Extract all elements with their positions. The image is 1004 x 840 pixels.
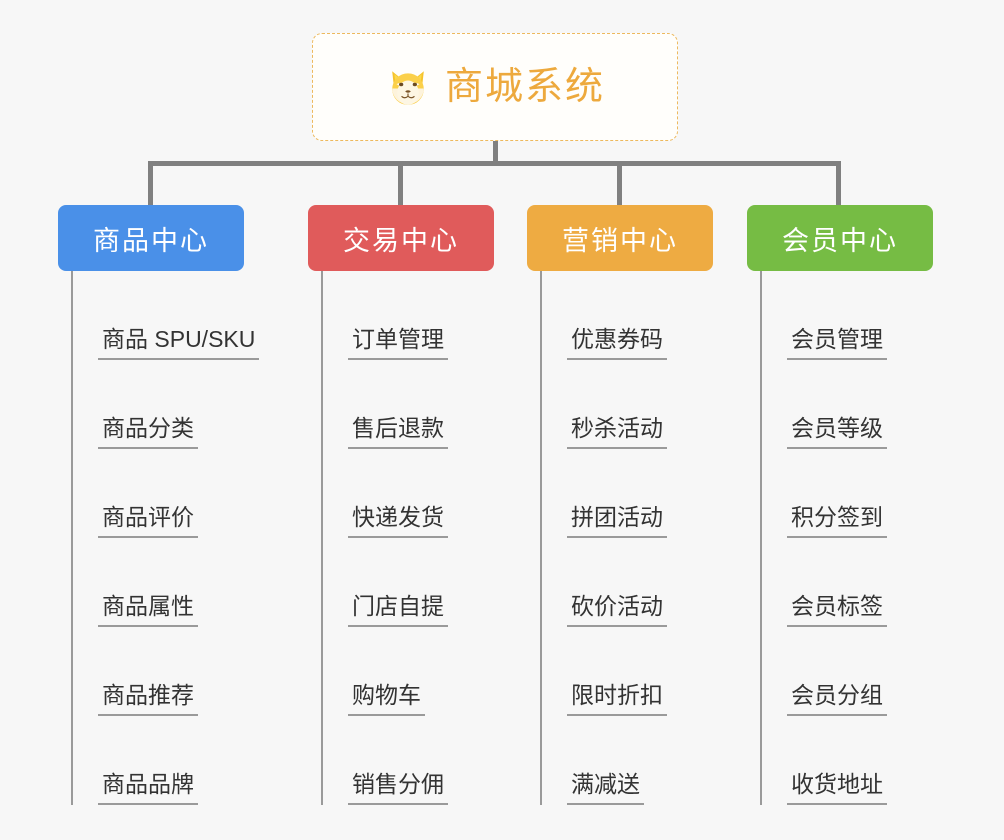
list-item[interactable]: 销售分佣	[308, 716, 494, 805]
leaf-label: 商品品牌	[98, 771, 198, 805]
list-item[interactable]: 商品品牌	[58, 716, 244, 805]
leaf-label: 会员分组	[787, 682, 887, 716]
branch-header-2[interactable]: 营销中心	[527, 205, 713, 271]
branch-children-2: 优惠券码 秒杀活动 拼团活动 砍价活动 限时折扣 满减送	[527, 271, 713, 805]
leaf-label: 销售分佣	[348, 771, 448, 805]
branch-rail-1	[321, 271, 323, 805]
leaf-label: 会员标签	[787, 593, 887, 627]
connector-drop-1	[398, 161, 403, 205]
leaf-label: 积分签到	[787, 504, 887, 538]
leaf-label: 满减送	[567, 771, 644, 805]
leaf-label: 商品属性	[98, 593, 198, 627]
leaf-label: 购物车	[348, 682, 425, 716]
leaf-label: 商品 SPU/SKU	[98, 326, 260, 360]
list-item[interactable]: 满减送	[527, 716, 713, 805]
shiba-dog-emoji	[385, 63, 431, 111]
list-item[interactable]: 秒杀活动	[527, 360, 713, 449]
connector-stem	[493, 141, 498, 164]
list-item[interactable]: 商品 SPU/SKU	[58, 271, 260, 360]
branch-rail-0	[71, 271, 73, 805]
list-item[interactable]: 会员等级	[747, 360, 933, 449]
leaf-label: 秒杀活动	[567, 415, 667, 449]
list-item[interactable]: 商品属性	[58, 538, 244, 627]
branch-column-3: 会员中心 会员管理 会员等级 积分签到 会员标签 会员分组 收货地址	[747, 205, 933, 805]
leaf-label: 商品分类	[98, 415, 198, 449]
leaf-label: 优惠券码	[567, 326, 667, 360]
leaf-label: 收货地址	[787, 771, 887, 805]
branch-column-2: 营销中心 优惠券码 秒杀活动 拼团活动 砍价活动 限时折扣 满减送	[527, 205, 713, 805]
branch-header-0[interactable]: 商品中心	[58, 205, 244, 271]
list-item[interactable]: 收货地址	[747, 716, 933, 805]
list-item[interactable]: 购物车	[308, 627, 494, 716]
branch-column-1: 交易中心 订单管理 售后退款 快递发货 门店自提 购物车 销售分佣	[308, 205, 494, 805]
list-item[interactable]: 售后退款	[308, 360, 494, 449]
list-item[interactable]: 优惠券码	[527, 271, 713, 360]
connector-drop-0	[148, 161, 153, 205]
list-item[interactable]: 门店自提	[308, 538, 494, 627]
leaf-label: 拼团活动	[567, 504, 667, 538]
leaf-label: 快递发货	[348, 504, 448, 538]
leaf-label: 商品推荐	[98, 682, 198, 716]
branch-children-3: 会员管理 会员等级 积分签到 会员标签 会员分组 收货地址	[747, 271, 933, 805]
leaf-label: 会员等级	[787, 415, 887, 449]
branch-header-1[interactable]: 交易中心	[308, 205, 494, 271]
connector-drop-3	[836, 161, 841, 205]
branch-children-0: 商品 SPU/SKU 商品分类 商品评价 商品属性 商品推荐 商品品牌	[58, 271, 260, 805]
list-item[interactable]: 拼团活动	[527, 449, 713, 538]
list-item[interactable]: 积分签到	[747, 449, 933, 538]
list-item[interactable]: 商品分类	[58, 360, 244, 449]
leaf-label: 订单管理	[348, 326, 448, 360]
leaf-label: 门店自提	[348, 593, 448, 627]
list-item[interactable]: 快递发货	[308, 449, 494, 538]
root-node[interactable]: 商城系统	[312, 33, 678, 141]
connector-bus	[148, 161, 838, 166]
leaf-label: 售后退款	[348, 415, 448, 449]
branch-column-0: 商品中心 商品 SPU/SKU 商品分类 商品评价 商品属性 商品推荐 商品品牌	[58, 205, 260, 805]
leaf-label: 砍价活动	[567, 593, 667, 627]
list-item[interactable]: 会员分组	[747, 627, 933, 716]
leaf-label: 会员管理	[787, 326, 887, 360]
list-item[interactable]: 限时折扣	[527, 627, 713, 716]
leaf-label: 商品评价	[98, 504, 198, 538]
connector-drop-2	[617, 161, 622, 205]
branch-rail-2	[540, 271, 542, 805]
branch-children-1: 订单管理 售后退款 快递发货 门店自提 购物车 销售分佣	[308, 271, 494, 805]
list-item[interactable]: 商品评价	[58, 449, 244, 538]
list-item[interactable]: 订单管理	[308, 271, 494, 360]
branch-header-3[interactable]: 会员中心	[747, 205, 933, 271]
list-item[interactable]: 会员标签	[747, 538, 933, 627]
list-item[interactable]: 商品推荐	[58, 627, 244, 716]
leaf-label: 限时折扣	[567, 682, 667, 716]
branch-rail-3	[760, 271, 762, 805]
list-item[interactable]: 砍价活动	[527, 538, 713, 627]
root-title: 商城系统	[444, 66, 605, 108]
list-item[interactable]: 会员管理	[747, 271, 933, 360]
